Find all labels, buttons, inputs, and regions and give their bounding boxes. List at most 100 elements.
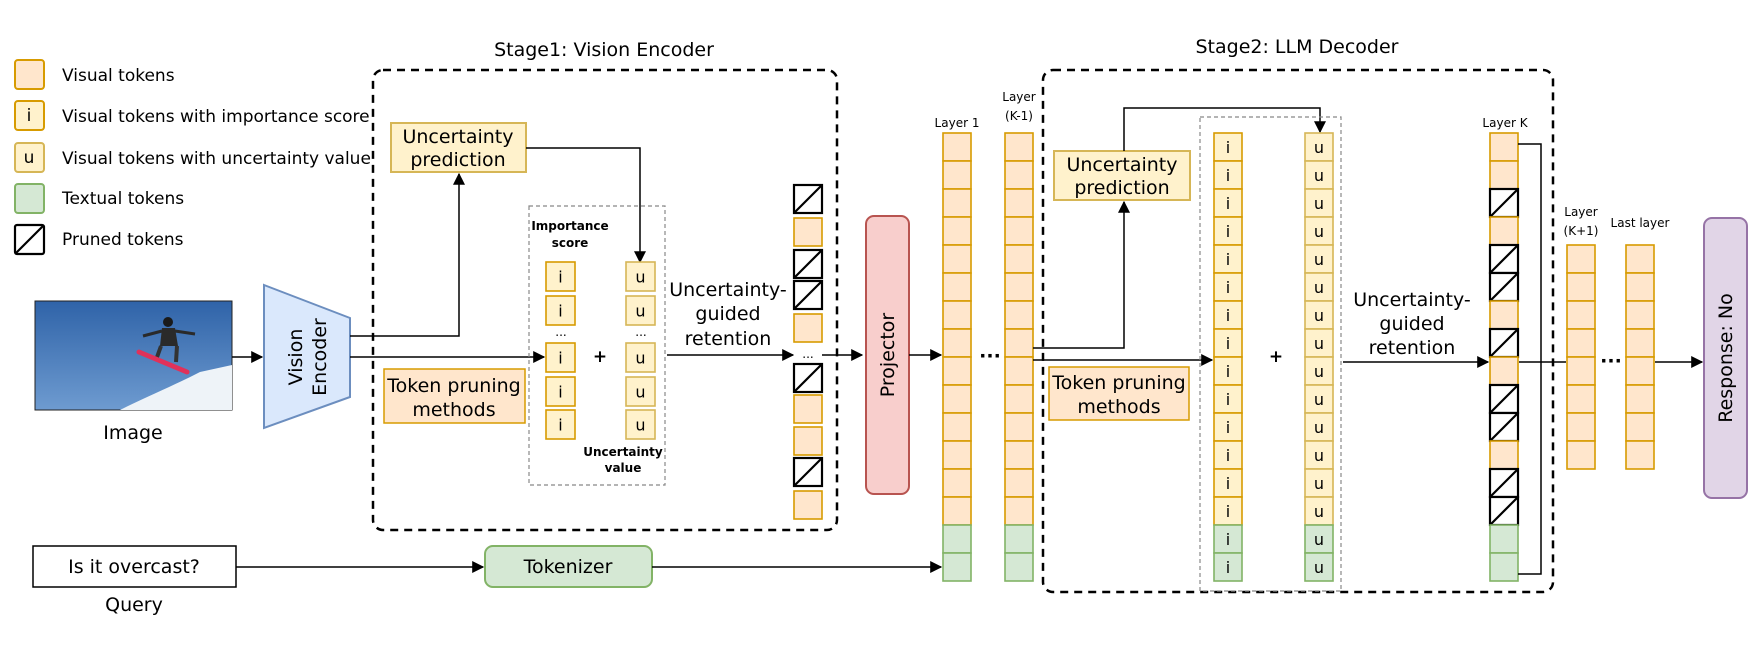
stage1-importance-tokens: iiiii... — [545, 261, 576, 440]
stage1-plus: + — [593, 347, 607, 367]
stage2-uncertainty-token — [1304, 132, 1334, 162]
query-text: Is it overcast? — [68, 556, 200, 578]
layers-dots-2: ··· — [1600, 350, 1622, 372]
stage1-retention-line1: Uncertainty- — [669, 279, 787, 301]
layer1-token — [942, 496, 972, 526]
stage1-title: Stage1: Vision Encoder — [494, 39, 714, 61]
stage2-uncertainty-token — [1304, 468, 1334, 498]
stage1-uncertainty-token — [625, 261, 656, 292]
stage2-uncertainty-token-letter: u — [1314, 418, 1324, 437]
layer1-token — [942, 328, 972, 358]
layer-k-minus-1-token — [1004, 356, 1034, 386]
stage2-uncertainty-token-letter: u — [1314, 474, 1324, 493]
image-snow — [120, 365, 232, 410]
stage2-uncertainty-token-letter: u — [1314, 222, 1324, 241]
legend-visual-label: Visual tokens — [62, 66, 175, 86]
pruned-token-slash — [1489, 468, 1519, 498]
stage1-importance-token — [545, 376, 576, 407]
layer-k-minus-1-token — [1004, 328, 1034, 358]
stage1-importance-label-1: Importance — [531, 219, 608, 233]
layer-k-token — [1489, 356, 1519, 386]
pruned-token-slash — [1489, 244, 1519, 274]
stage2-importance-token-letter: i — [1226, 278, 1230, 297]
stage1-uncertainty-token-letter: u — [635, 268, 645, 287]
stage1-uncertainty-token — [625, 295, 656, 326]
legend-importance-label: Visual tokens with importance score — [62, 107, 370, 127]
stage2-uncertainty-token — [1304, 524, 1334, 554]
token-ellipsis: ... — [635, 325, 646, 339]
stage2-uncertainty-token-letter: u — [1314, 362, 1324, 381]
last-layer-label: Last layer — [1611, 216, 1670, 230]
layer1-token — [942, 244, 972, 274]
stage2-token-pruning-line2: methods — [1077, 396, 1160, 418]
layer1-tokens — [942, 132, 972, 582]
stage2-importance-token-letter: i — [1226, 194, 1230, 213]
stage2-uncertainty-token-letter: u — [1314, 530, 1324, 549]
stage2-importance-token-letter: i — [1226, 334, 1230, 353]
stage1-uncertainty-prediction: Uncertainty prediction — [390, 122, 527, 173]
stage2-importance-token — [1213, 496, 1243, 526]
pruned-token-slash — [793, 363, 823, 393]
vision-encoder-shape — [263, 283, 351, 430]
stage2-importance-token — [1213, 552, 1243, 582]
layer-k-plus-1-token — [1566, 412, 1596, 442]
layer1-token — [942, 524, 972, 554]
layer-k-minus-1-token — [1004, 440, 1034, 470]
stage2-uncertainty-token-letter: u — [1314, 390, 1324, 409]
layer-k-token — [1489, 216, 1519, 246]
stage2-uncertainty-prediction: Uncertainty prediction — [1053, 150, 1191, 201]
layer-k-plus-1-tokens — [1566, 244, 1596, 470]
layer-k-minus-1-token — [1004, 132, 1034, 162]
stage1-importance-token — [545, 261, 576, 292]
stage1-uncertainty-tokens: uuuuu... — [625, 261, 656, 440]
stage2-importance-token — [1213, 188, 1243, 218]
projector: Projector — [865, 215, 910, 495]
layer1-token — [942, 468, 972, 498]
legend-importance-letter: i — [27, 106, 32, 126]
layer-k-token — [1489, 132, 1519, 162]
layer-k-token — [1489, 440, 1519, 470]
last-layer-token — [1625, 300, 1655, 330]
stage2-token-pruning: Token pruning methods — [1048, 366, 1190, 421]
stage2-importance-token-letter: i — [1226, 306, 1230, 325]
pruned-token-slash — [1489, 384, 1519, 414]
stage2-importance-token-letter: i — [1226, 222, 1230, 241]
stage1-uncertainty-label-2: value — [605, 461, 642, 475]
layer-k-minus-1-token — [1004, 552, 1034, 582]
stage2-importance-token-letter: i — [1226, 474, 1230, 493]
legend: Visual tokens i Visual tokens with impor… — [13, 59, 371, 256]
token-ellipsis: ... — [555, 325, 566, 339]
stage2-token-pruning-line1: Token pruning — [1051, 372, 1185, 394]
stage1-uncertainty-token-letter: u — [635, 349, 645, 368]
layer1-token — [942, 440, 972, 470]
layer-k-minus-1-label-1: Layer — [1002, 90, 1036, 104]
layer1-token — [942, 300, 972, 330]
stage2-uncertainty-token — [1304, 496, 1334, 526]
stage1-importance-token-letter: i — [558, 268, 562, 287]
layer-k-plus-1-token — [1566, 356, 1596, 386]
pruned-token-slash — [793, 457, 823, 487]
layer-k-label: Layer K — [1482, 116, 1528, 130]
stage2-title: Stage2: LLM Decoder — [1196, 36, 1399, 58]
stage1-importance-label-2: score — [552, 236, 589, 250]
layer-k-minus-1-token — [1004, 160, 1034, 190]
stage2-importance-token-letter: i — [1226, 558, 1230, 577]
legend-pruned-slash — [14, 224, 45, 255]
stage2-importance-token — [1213, 300, 1243, 330]
stage2-importance-token — [1213, 356, 1243, 386]
layer-k-plus-1-token — [1566, 440, 1596, 470]
layer1-token — [942, 412, 972, 442]
stage1-importance-token — [545, 409, 576, 440]
legend-uncertainty-letter: u — [24, 148, 35, 168]
pruned-token-slash — [1489, 496, 1519, 526]
stage1-importance-token — [545, 295, 576, 326]
stage1-importance-token-letter: i — [558, 302, 562, 321]
stage2-uncertainty-token-letter: u — [1314, 278, 1324, 297]
stage2-uncertainty-token-letter: u — [1314, 138, 1324, 157]
layer1-token — [942, 160, 972, 190]
last-layer-token — [1625, 440, 1655, 470]
pruned-token-slash — [793, 184, 823, 214]
pruned-token-slash — [1489, 412, 1519, 442]
stage2-importance-token — [1213, 216, 1243, 246]
